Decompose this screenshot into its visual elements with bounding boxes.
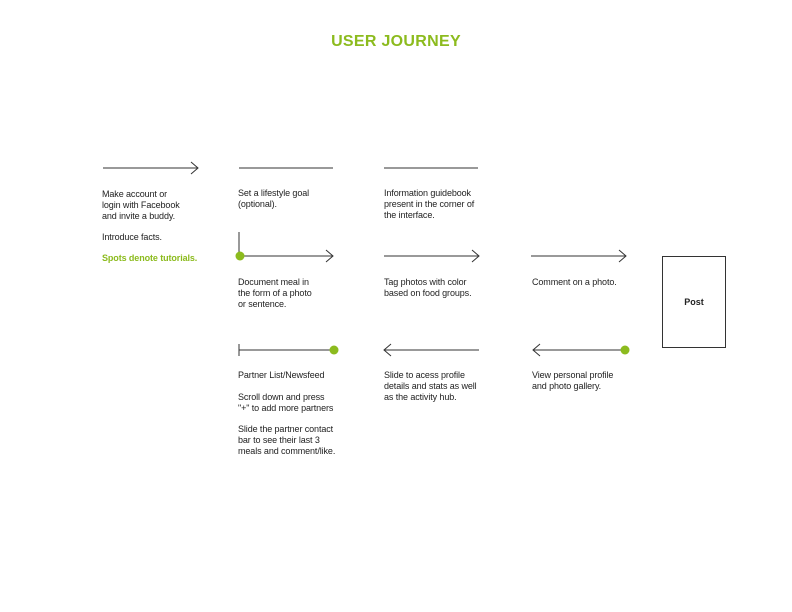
step-slide-profile: Slide to acess profile details and stats…	[384, 370, 477, 402]
arrowhead-right-2	[325, 249, 334, 263]
tutorial-dot-document	[235, 251, 245, 261]
arrowhead-right-1	[190, 161, 199, 175]
arrowhead-left-1	[383, 343, 392, 357]
page-title: USER JOURNEY	[331, 33, 461, 50]
step-partner-list: Partner List/Newsfeed	[238, 370, 325, 380]
step-comment-photo: Comment on a photo.	[532, 277, 617, 287]
arrowhead-right-3	[471, 249, 480, 263]
step-tag-photos: Tag photos with color based on food grou…	[384, 277, 472, 298]
step-document-meal: Document meal in the form of a photo or …	[238, 277, 312, 309]
post-screen-box: Post	[662, 256, 726, 348]
step-lifestyle-goal: Set a lifestyle goal (optional).	[238, 188, 310, 209]
arrowhead-right-4	[618, 249, 627, 263]
legend-spots-tutorials: Spots denote tutorials.	[102, 253, 198, 263]
step-make-account: Make account or login with Facebook and …	[102, 189, 180, 221]
arrowhead-left-2	[532, 343, 541, 357]
step-slide-partner: Slide the partner contact bar to see the…	[238, 424, 336, 456]
tutorial-dot-partner	[329, 345, 339, 355]
post-label: Post	[684, 297, 704, 307]
step-guidebook: Information guidebook present in the cor…	[384, 188, 475, 220]
step-introduce-facts: Introduce facts.	[102, 232, 162, 242]
step-scroll-down: Scroll down and press "+" to add more pa…	[238, 392, 334, 413]
tutorial-dot-profile	[620, 345, 630, 355]
step-view-profile: View personal profile and photo gallery.	[532, 370, 614, 391]
